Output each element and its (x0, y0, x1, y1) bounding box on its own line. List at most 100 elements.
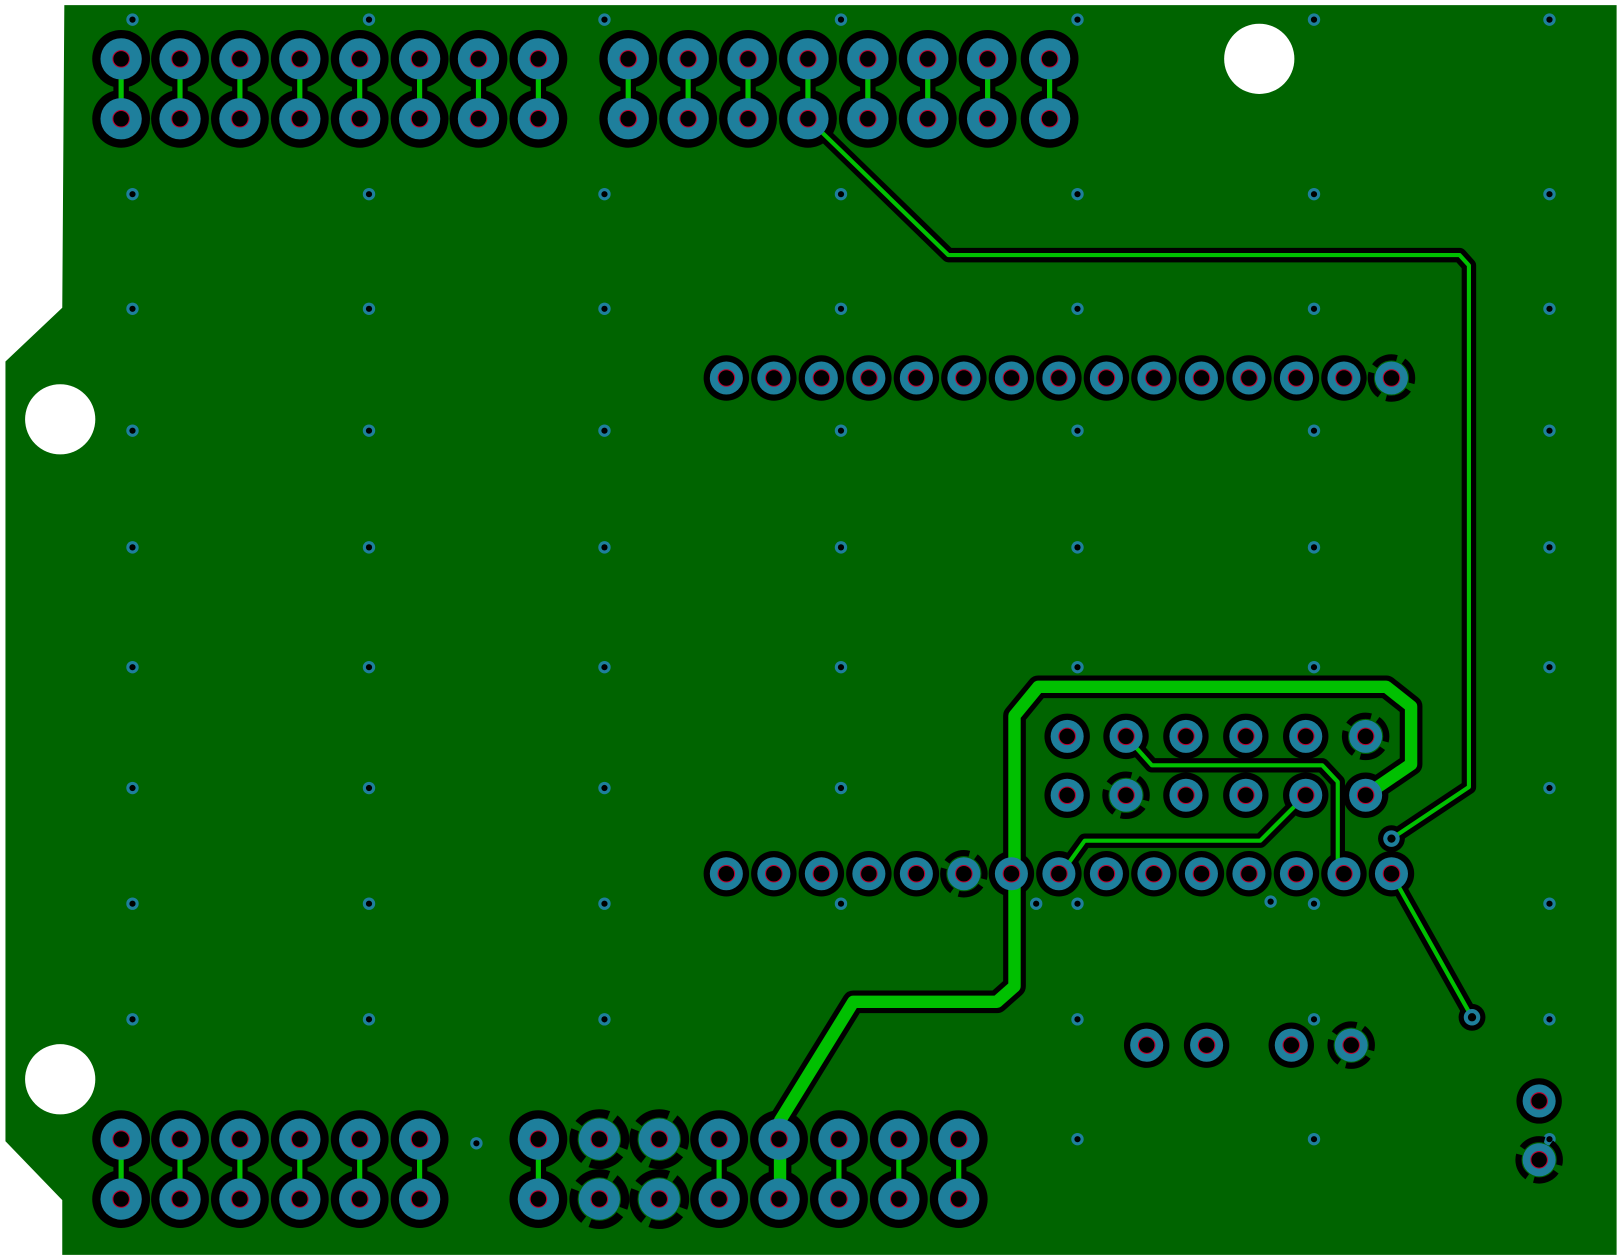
pad-drill (918, 109, 937, 128)
pad-drill (949, 1130, 968, 1148)
mounting-hole (1224, 23, 1295, 94)
copper-trace (805, 116, 1471, 841)
pad-drill (1002, 369, 1021, 387)
pad-drill (1117, 786, 1135, 805)
via-drill (365, 784, 373, 792)
via-drill (837, 784, 845, 792)
board-outline (5, 5, 1617, 1255)
pad-drill (1530, 1151, 1548, 1169)
via-drill (473, 1140, 480, 1147)
via-drill (1074, 544, 1081, 551)
pad-drill (529, 50, 548, 68)
pad-drill (710, 1190, 728, 1208)
copper-trace (1123, 734, 1340, 876)
pad-drill (1058, 786, 1076, 805)
thermal-relief (569, 1169, 630, 1230)
via-drill (1546, 305, 1553, 312)
pad-drill (171, 50, 189, 68)
thermal-relief (1367, 354, 1416, 402)
pad-drill (529, 1130, 548, 1148)
via-drill (837, 427, 845, 434)
via-drill (1310, 900, 1318, 907)
pad-drill (830, 1190, 848, 1208)
via-drill (1546, 1136, 1553, 1143)
via-drill (365, 16, 373, 23)
via-drill (1310, 1136, 1318, 1143)
pad-drill (1040, 109, 1059, 128)
pad-drill (650, 1130, 668, 1148)
pad-drill (1296, 786, 1315, 805)
pad-drill (1058, 727, 1076, 746)
via-drill (601, 305, 608, 312)
via-drill (1074, 1016, 1081, 1023)
pad-drill (410, 1190, 429, 1208)
pad-drill (765, 864, 783, 883)
pad-drill (1002, 864, 1021, 883)
pad-drill (291, 50, 309, 68)
pad-drill (1287, 864, 1306, 883)
via-drill (1310, 191, 1318, 198)
via-drill (1074, 191, 1081, 198)
pad-drill (765, 369, 783, 387)
via-drill (129, 900, 136, 907)
via-drill (601, 1016, 608, 1023)
pad-drill (1040, 50, 1059, 68)
pad-drill (171, 1190, 189, 1208)
pad-drill (799, 109, 817, 128)
pad-drill (112, 109, 130, 128)
thermal-relief (1327, 1021, 1375, 1069)
via-drill (129, 427, 136, 434)
pad-drill (1282, 1036, 1301, 1054)
pad-drill (710, 1130, 728, 1148)
pad-drill (1240, 864, 1258, 883)
via-drill (837, 544, 845, 551)
pad-drill (410, 1130, 429, 1148)
pad-drill (1097, 864, 1116, 883)
pad-drill (171, 1130, 189, 1148)
via-drill (837, 191, 845, 198)
via-drill (601, 427, 608, 434)
pad-drill (717, 864, 736, 883)
pad-drill (619, 109, 638, 128)
pad-drill (955, 864, 973, 883)
via-drill (1310, 305, 1318, 312)
pad-drill (231, 1130, 249, 1148)
pad-drill (231, 1190, 249, 1208)
pad-drill (112, 50, 130, 68)
pad-drill (812, 369, 831, 387)
pad-drill (1192, 369, 1211, 387)
pad-drill (350, 50, 369, 68)
pad-drill (1530, 1092, 1548, 1110)
via-drill (1546, 1016, 1553, 1023)
via-drill (837, 900, 845, 907)
pad-drill (1145, 369, 1163, 387)
pad-drill (112, 1130, 130, 1148)
via-drill (1074, 900, 1081, 907)
via-drill (129, 305, 136, 312)
pad-drill (907, 864, 926, 883)
pad-drill (739, 50, 757, 68)
pad-drill (1117, 727, 1135, 746)
copper-trace (1058, 793, 1308, 876)
via-drill (837, 664, 845, 671)
via-drill (1546, 427, 1553, 434)
via-drill (365, 427, 373, 434)
pad-drill (231, 50, 249, 68)
via-drill (1074, 305, 1081, 312)
via-drill (129, 664, 136, 671)
pad-drill (1287, 369, 1306, 387)
pad-drill (291, 1130, 309, 1148)
thermal-relief (629, 1169, 690, 1230)
mounting-holes (25, 23, 1295, 1115)
pad-drill (770, 1190, 788, 1208)
via-drill (601, 900, 608, 907)
via-drill (1546, 16, 1553, 23)
via-drill (601, 544, 608, 551)
mounting-hole (25, 384, 96, 455)
pad-drill (469, 50, 488, 68)
pad-drill (1050, 864, 1068, 883)
via-drill (129, 191, 136, 198)
via-drill (1267, 898, 1274, 905)
via-drill (1310, 664, 1318, 671)
pad-drill (799, 50, 817, 68)
